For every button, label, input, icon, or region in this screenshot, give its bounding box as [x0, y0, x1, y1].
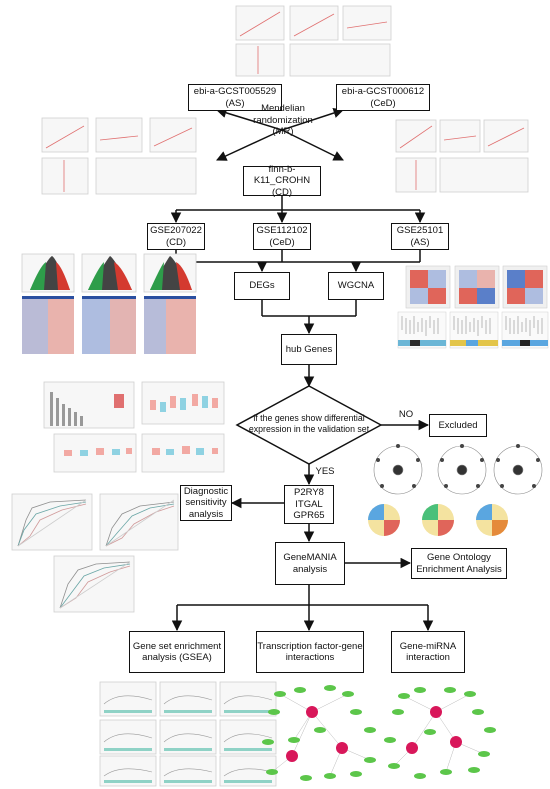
node-hub-genes: hub Genes — [281, 334, 337, 365]
node-excluded: Excluded — [429, 414, 487, 437]
node-genemania: GeneMANIA analysis — [275, 542, 345, 585]
decision-diamond — [235, 385, 383, 465]
arrow-mr-from-as — [216, 129, 283, 161]
label-no: NO — [398, 409, 414, 420]
node-gene-mirna: Gene-miRNA interaction — [391, 631, 465, 673]
arrow-mr-to-as — [215, 107, 283, 131]
node-gse25101: GSE25101 (AS) — [391, 223, 449, 250]
node-tf-gene: Transcription factor-gene interactions — [256, 631, 364, 673]
node-finn-crohn: finn-b-K11_CROHN (CD) — [243, 164, 321, 198]
arrow-mr-from-ced — [281, 129, 344, 161]
node-genes-p2ry8-itgal-gpr65: P2RY8 ITGAL GPR65 — [284, 485, 334, 524]
node-gsea: Gene set enrichment analysis (GSEA) — [129, 631, 225, 673]
decision-text: if the genes show differential expressio… — [248, 413, 370, 434]
arrow-mr-to-ced — [281, 107, 344, 131]
node-gene-ontology: Gene Ontology Enrichment Analysis — [411, 548, 507, 579]
label-yes: YES — [315, 466, 335, 477]
label-mendelian-randomization: Mendelian randomization (MR) — [253, 103, 313, 137]
node-gse112102: GSE112102 (CeD) — [253, 223, 311, 250]
node-gse207022: GSE207022 (CD) — [147, 223, 205, 250]
node-diagnostic-sensitivity: Diagnostic sensitivity analysis — [180, 485, 232, 521]
node-wgcna: WGCNA — [328, 272, 384, 300]
node-gcst000612: ebi-a-GCST000612 (CeD) — [336, 84, 430, 111]
node-gcst005529: ebi-a-GCST005529 (AS) — [188, 84, 282, 111]
node-degs: DEGs — [234, 272, 290, 300]
